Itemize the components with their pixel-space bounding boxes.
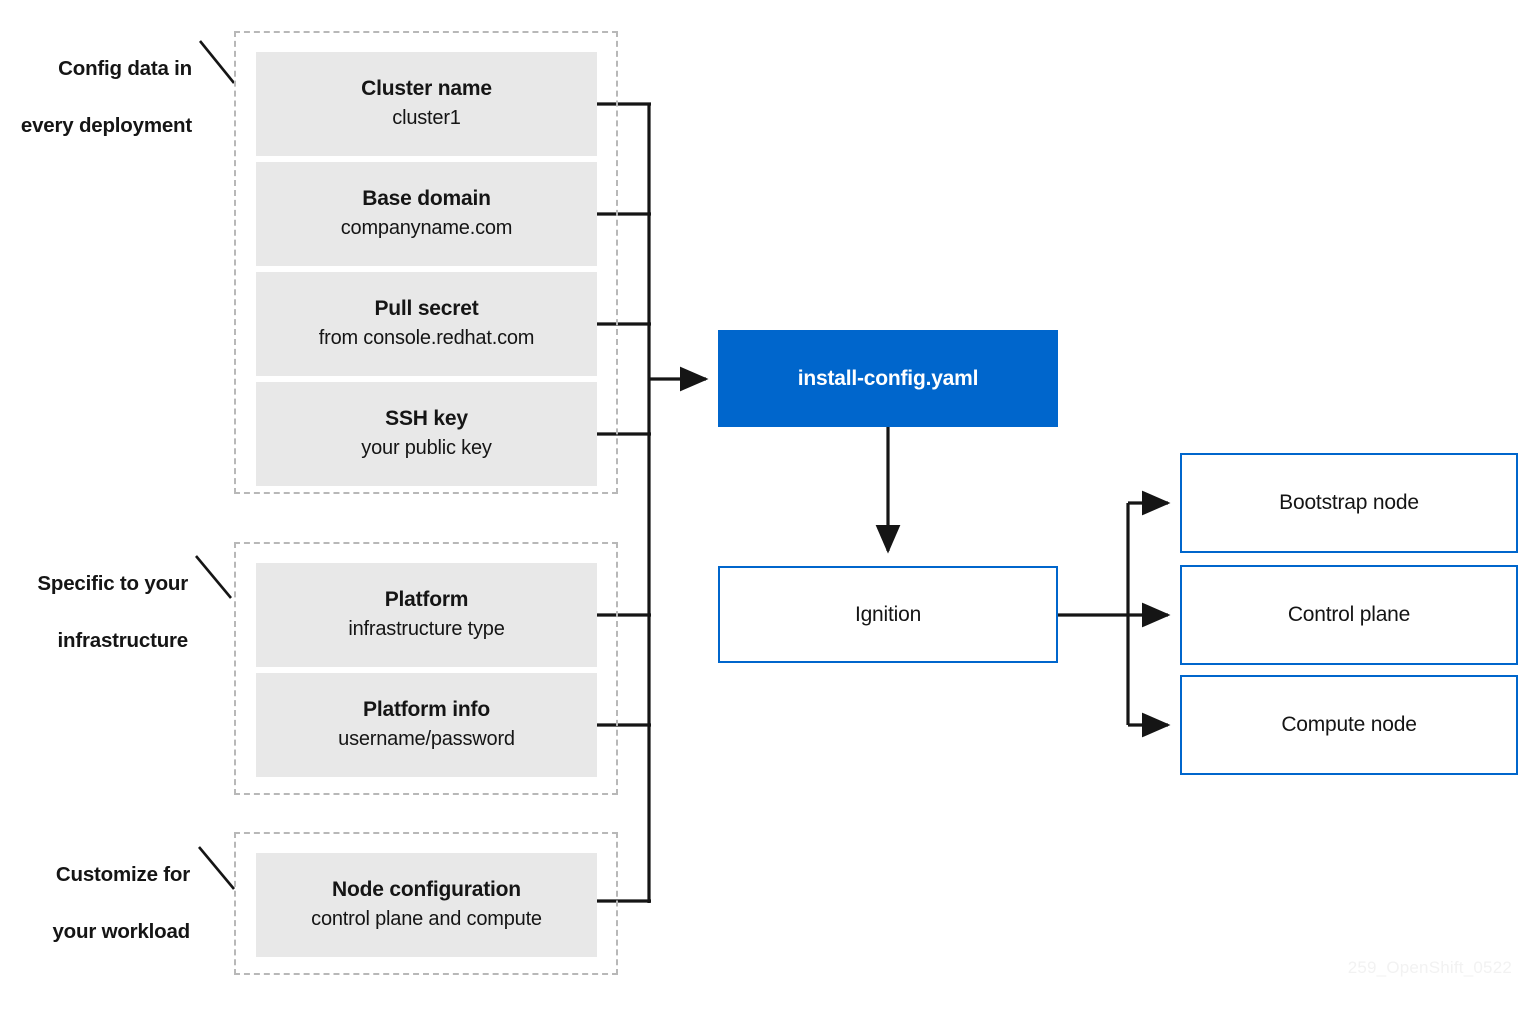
- annotation-infrastructure: Specific to your infrastructure: [0, 542, 188, 683]
- card-base-domain-title: Base domain: [362, 187, 491, 211]
- annotation-workload-line1: Customize for: [55, 863, 190, 887]
- card-base-domain[interactable]: Base domain companyname.com: [256, 162, 597, 266]
- card-cluster-name-title: Cluster name: [361, 77, 492, 101]
- card-cluster-name-value: cluster1: [392, 107, 461, 130]
- card-platform[interactable]: Platform infrastructure type: [256, 563, 597, 667]
- group-config-data: [234, 31, 618, 494]
- card-platform-value: infrastructure type: [348, 618, 505, 641]
- card-platform-info-title: Platform info: [363, 698, 490, 722]
- annotation-infrastructure-line1: Specific to your: [37, 572, 188, 596]
- card-ssh-key-title: SSH key: [385, 407, 468, 431]
- card-pull-secret[interactable]: Pull secret from console.redhat.com: [256, 272, 597, 376]
- watermark-label: 259_OpenShift_0522: [1347, 958, 1512, 977]
- card-pull-secret-title: Pull secret: [374, 297, 479, 321]
- node-control-plane[interactable]: Control plane: [1180, 565, 1518, 665]
- node-compute-node[interactable]: Compute node: [1180, 675, 1518, 775]
- card-platform-title: Platform: [384, 588, 469, 612]
- card-platform-info[interactable]: Platform info username/password: [256, 673, 597, 777]
- group-infrastructure: [234, 542, 618, 795]
- annotation-workload: Customize for your workload: [0, 833, 190, 974]
- node-ignition-label: Ignition: [854, 602, 922, 626]
- node-bootstrap-node[interactable]: Bootstrap node: [1180, 453, 1518, 553]
- card-platform-info-value: username/password: [338, 728, 515, 751]
- leader-line-infrastructure: [195, 555, 232, 599]
- annotation-config-data-line2: every deployment: [20, 113, 192, 137]
- annotation-config-data: Config data in every deployment: [0, 27, 192, 168]
- card-node-configuration-value: control plane and compute: [311, 908, 542, 931]
- node-ignition[interactable]: Ignition: [718, 566, 1058, 663]
- card-base-domain-value: companyname.com: [340, 217, 513, 240]
- card-cluster-name[interactable]: Cluster name cluster1: [256, 52, 597, 156]
- annotation-infrastructure-line2: infrastructure: [57, 628, 189, 652]
- annotation-workload-line2: your workload: [52, 919, 190, 943]
- card-ssh-key-value: your public key: [361, 437, 492, 460]
- card-ssh-key[interactable]: SSH key your public key: [256, 382, 597, 486]
- node-install-config-yaml-label: install-config.yaml: [797, 366, 979, 390]
- leader-line-config-data: [198, 40, 236, 84]
- node-compute-node-label: Compute node: [1281, 713, 1417, 736]
- card-node-configuration[interactable]: Node configuration control plane and com…: [256, 853, 597, 957]
- node-install-config-yaml[interactable]: install-config.yaml: [718, 330, 1058, 427]
- card-node-configuration-title: Node configuration: [332, 878, 521, 902]
- annotation-config-data-line1: Config data in: [58, 57, 192, 81]
- group-workload: [234, 832, 618, 975]
- card-pull-secret-value: from console.redhat.com: [318, 327, 535, 350]
- node-bootstrap-node-label: Bootstrap node: [1279, 491, 1419, 514]
- leader-line-workload: [198, 846, 235, 890]
- node-control-plane-label: Control plane: [1287, 603, 1411, 626]
